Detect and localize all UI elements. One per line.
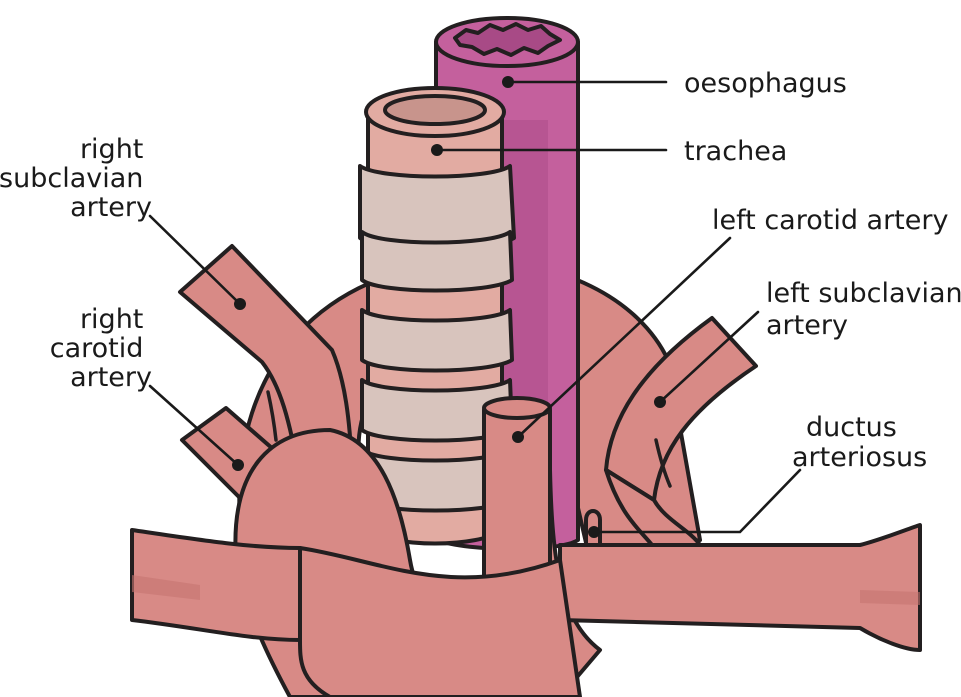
label-line: right	[80, 134, 143, 165]
label-line: ductus	[806, 412, 897, 443]
label-line: artery	[766, 310, 848, 341]
label-trachea: trachea	[684, 136, 787, 167]
pointer-dot	[502, 76, 514, 88]
label-right-subclavian-artery: right subclavian artery	[0, 134, 152, 223]
label-line: artery	[70, 192, 152, 223]
label-line: subclavian	[0, 163, 143, 194]
pointer-dot	[588, 526, 600, 538]
label-line: left subclavian	[766, 278, 961, 309]
label-ductus-arteriosus: ductus arteriosus	[792, 412, 927, 473]
label-line: artery	[70, 362, 152, 393]
label-right-carotid-artery: right carotid artery	[50, 304, 152, 393]
pointer-dot	[232, 459, 244, 471]
label-left-subclavian-artery: left subclavian artery	[766, 278, 961, 341]
label-oesophagus: oesophagus	[684, 68, 847, 99]
pointer-dot	[234, 298, 246, 310]
pointer-dot	[431, 144, 443, 156]
pointer-dot	[654, 396, 666, 408]
label-line: arteriosus	[792, 442, 927, 473]
label-line: right	[80, 304, 143, 335]
label-line: carotid	[50, 333, 144, 364]
label-left-carotid-artery: left carotid artery	[712, 205, 948, 236]
pointer-dot	[512, 431, 524, 443]
